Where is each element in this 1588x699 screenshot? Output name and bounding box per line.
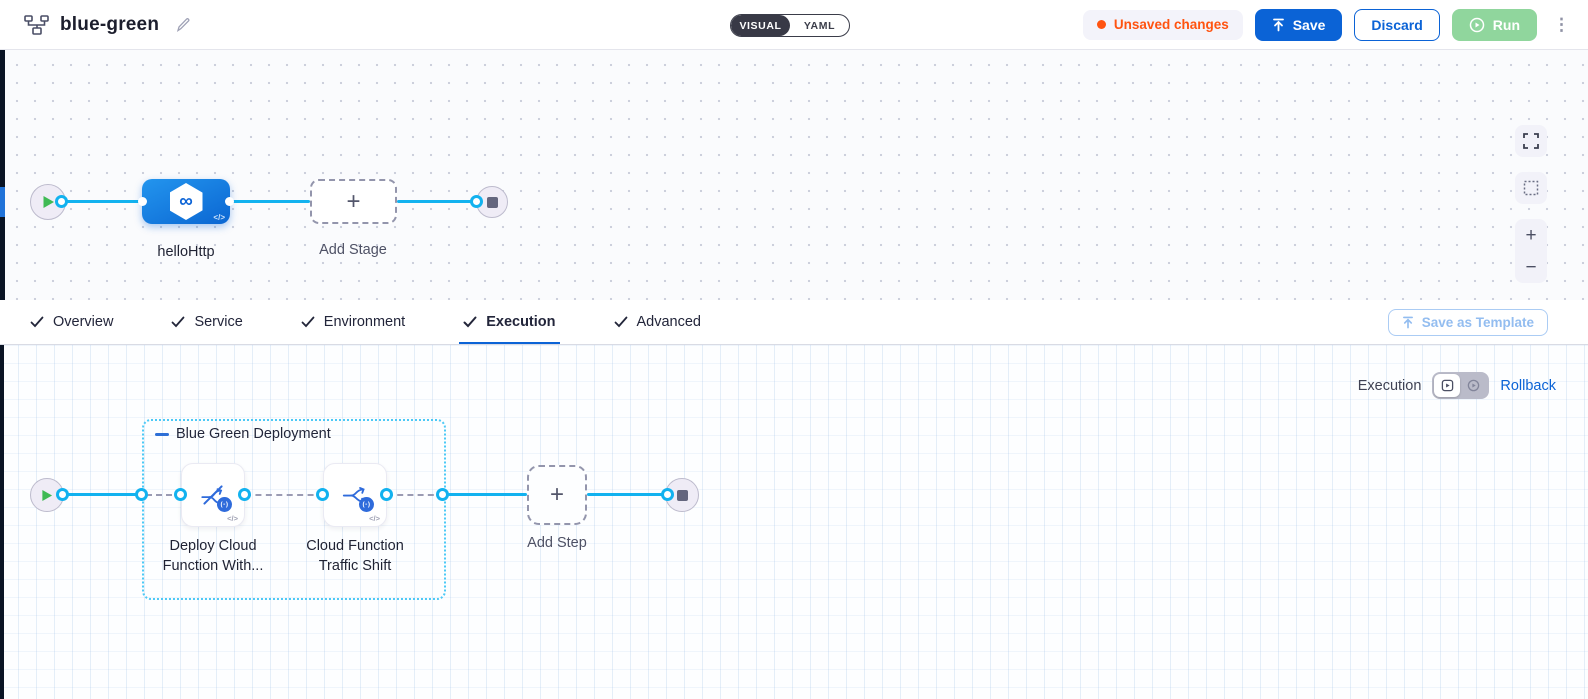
check-icon [614, 316, 627, 328]
zoom-out-button[interactable]: − [1525, 256, 1537, 278]
tab-environment[interactable]: Environment [301, 300, 405, 344]
runtime-input-badge: (-) [359, 497, 374, 512]
connector-ring[interactable] [238, 488, 251, 501]
left-edge-strip [0, 50, 5, 300]
execution-rollback-toggle[interactable] [1432, 372, 1490, 399]
wire-stage-addstage [230, 200, 310, 203]
pipeline-end-node[interactable] [476, 186, 508, 218]
stage-tabbar: Overview Service Environment Execution A… [0, 300, 1588, 345]
code-icon: </> [369, 514, 380, 523]
wire-step2-groupend [387, 494, 444, 496]
connector-ring[interactable] [661, 488, 674, 501]
add-step-button[interactable]: + [527, 465, 587, 525]
marquee-icon [1523, 180, 1539, 196]
wire-start-stage [62, 200, 146, 203]
left-edge-strip [0, 345, 4, 699]
connector-ring[interactable] [316, 488, 329, 501]
toggle-visual[interactable]: VISUAL [731, 15, 790, 36]
stage-canvas[interactable]: ∞ </> helloHttp + Add Stage + [0, 50, 1588, 300]
marquee-select-button[interactable] [1515, 172, 1547, 204]
runtime-input-badge: (-) [217, 497, 232, 512]
unsaved-changes-badge: Unsaved changes [1082, 9, 1243, 40]
header: blue-green VISUAL YAML Unsaved changes [0, 0, 1588, 50]
wire-group-addstep [448, 493, 527, 496]
toggle-yaml[interactable]: YAML [803, 19, 836, 32]
tab-execution[interactable]: Execution [459, 300, 560, 344]
edit-title-icon[interactable] [175, 17, 191, 33]
connector-ring[interactable] [174, 488, 187, 501]
connector-ring[interactable] [470, 195, 483, 208]
execution-label: Execution [1357, 377, 1422, 394]
stage-node-hellohttp[interactable]: ∞ </> [142, 179, 230, 224]
connector-ring[interactable] [135, 488, 148, 501]
connector-ring[interactable] [55, 195, 68, 208]
add-step-label: Add Step [527, 535, 587, 551]
run-button[interactable]: Run [1451, 8, 1537, 41]
step-name-label: Deploy Cloud Function With... [162, 538, 264, 574]
code-icon: </> [213, 213, 225, 222]
blue-green-group[interactable] [142, 419, 446, 600]
group-title: Blue Green Deployment [176, 426, 331, 442]
connector-ring[interactable] [56, 488, 69, 501]
pipeline-icon [24, 14, 50, 36]
stage-port-left[interactable] [138, 197, 147, 206]
stop-icon [676, 489, 688, 501]
http-step-icon: ∞ [169, 183, 203, 220]
fullscreen-button[interactable] [1515, 125, 1547, 157]
save-as-template-button[interactable]: Save as Template [1387, 308, 1548, 336]
connector-ring[interactable] [436, 488, 449, 501]
plus-icon: + [346, 187, 361, 215]
stage-port-right[interactable] [225, 197, 234, 206]
execution-canvas[interactable]: Execution Rollback [0, 345, 1588, 699]
unsaved-dot-icon [1096, 20, 1106, 29]
code-icon: </> [227, 514, 238, 523]
wire-addstep-end [587, 493, 668, 496]
wire-start-group [63, 493, 143, 496]
plus-icon: + [549, 481, 564, 508]
add-stage-label: Add Stage [319, 242, 387, 258]
check-icon [463, 316, 477, 328]
step-cloud-function-traffic-shift[interactable]: (-) </> [323, 463, 387, 527]
discard-button[interactable]: Discard [1354, 8, 1440, 41]
visual-yaml-toggle[interactable]: VISUAL YAML [730, 14, 850, 37]
tab-overview[interactable]: Overview [30, 300, 113, 344]
upload-icon [1272, 18, 1285, 32]
rollback-steps-icon [1467, 379, 1480, 392]
play-icon [42, 489, 53, 501]
play-circle-icon [1469, 17, 1485, 33]
tab-advanced[interactable]: Advanced [614, 300, 701, 344]
check-icon [30, 316, 44, 328]
check-icon [301, 316, 315, 328]
execution-steps-icon [1441, 379, 1454, 392]
group-header[interactable]: Blue Green Deployment [155, 426, 331, 442]
stage-name-label: helloHttp [157, 244, 215, 260]
play-icon [43, 196, 54, 208]
step-name-label: Cloud Function Traffic Shift [306, 538, 404, 574]
rollback-mode-segment[interactable] [1460, 374, 1486, 397]
save-button[interactable]: Save [1254, 8, 1343, 41]
zoom-in-button[interactable]: + [1525, 224, 1537, 246]
pipeline-title: blue-green [60, 13, 160, 35]
execution-mode-segment[interactable] [1434, 374, 1461, 397]
add-stage-button[interactable]: + [310, 179, 397, 224]
step-deploy-cloud-function[interactable]: (-) </> [181, 463, 245, 527]
collapse-icon[interactable] [155, 432, 169, 436]
stop-icon [486, 196, 498, 208]
wire-addstage-end [397, 200, 476, 203]
zoom-panel: + − [1515, 219, 1547, 283]
fullscreen-icon [1523, 133, 1539, 149]
left-edge-indicator [0, 187, 5, 217]
upload-icon [1402, 316, 1413, 328]
wire-group-step1 [146, 494, 182, 496]
rollback-link[interactable]: Rollback [1500, 377, 1556, 394]
check-icon [172, 316, 185, 328]
connector-ring[interactable] [380, 488, 393, 501]
execution-rollback-bar: Execution Rollback [1358, 372, 1556, 399]
wire-step1-step2 [245, 494, 324, 496]
more-options-icon[interactable]: ⋮ [1553, 15, 1570, 34]
tab-service[interactable]: Service [171, 300, 243, 344]
